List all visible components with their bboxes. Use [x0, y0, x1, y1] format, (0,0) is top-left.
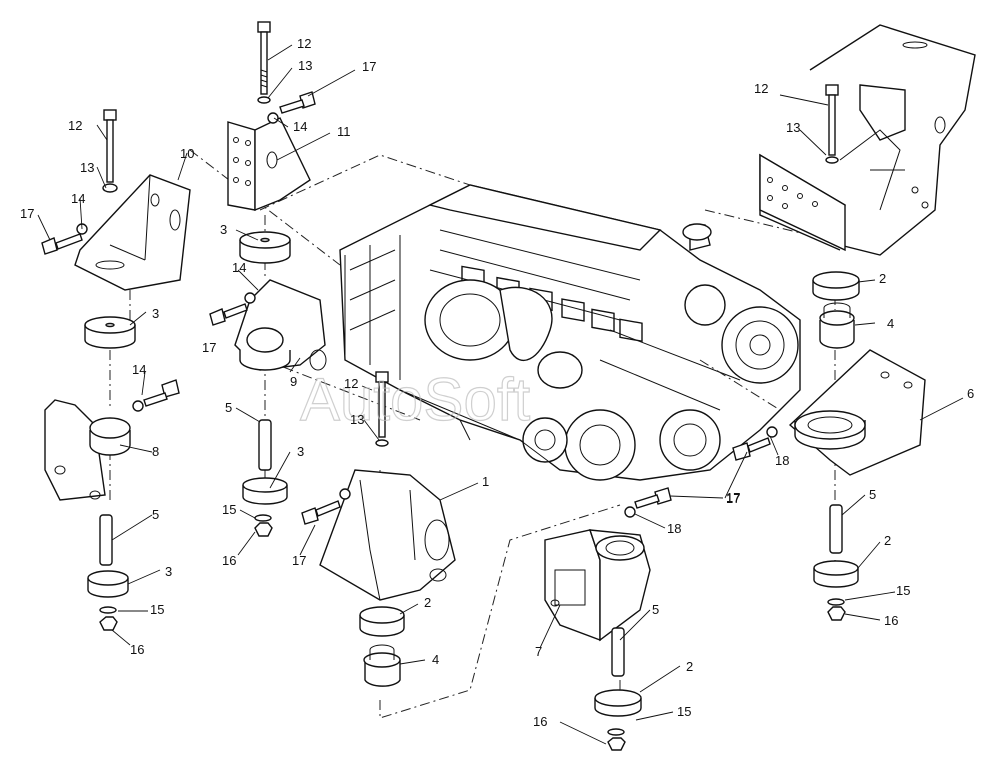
- callout-6: 6: [967, 386, 974, 401]
- stud-5-right: [829, 504, 843, 554]
- bolt-12-center: [375, 371, 389, 447]
- callout-12: 12: [68, 118, 82, 133]
- callout-14: 14: [232, 260, 246, 275]
- bracket-7: [544, 529, 651, 642]
- bracket-6: [788, 349, 926, 476]
- bolt-12-left: [102, 109, 118, 193]
- bolt-17-right: [732, 426, 778, 461]
- washer-15-left: [99, 606, 117, 614]
- callout-8: 8: [152, 444, 159, 459]
- callout-12: 12: [297, 36, 311, 51]
- callout-5: 5: [225, 400, 232, 415]
- callout-3: 3: [220, 222, 227, 237]
- callout-17: 17: [726, 490, 740, 505]
- callout-14: 14: [132, 362, 146, 377]
- callout-17: 17: [726, 491, 740, 506]
- callout-1: 1: [482, 474, 489, 489]
- leader-lines: [37, 44, 964, 745]
- callout-16: 16: [130, 642, 144, 657]
- rubber-mount-3-mid: [242, 477, 288, 505]
- callout-16: 16: [533, 714, 547, 729]
- callout-17: 17: [292, 553, 306, 568]
- callout-13: 13: [80, 160, 94, 175]
- rubber-mount-3-bottom-left: [87, 570, 129, 598]
- callout-18: 18: [667, 521, 681, 536]
- nut-16-mid: [254, 522, 273, 537]
- callout-13: 13: [298, 58, 312, 73]
- bracket-9: [234, 279, 327, 371]
- callout-5: 5: [869, 487, 876, 502]
- bolt-17-top: [267, 91, 316, 124]
- bracket-8: [44, 399, 131, 501]
- watermark-text: AutoSoft: [300, 366, 530, 433]
- callout-10: 10: [180, 146, 194, 161]
- callout-17: 17: [362, 59, 376, 74]
- callout-11: 11: [337, 124, 351, 139]
- rubber-mount-4-center: [363, 644, 401, 687]
- stud-5-left: [99, 514, 113, 566]
- callout-5: 5: [152, 507, 159, 522]
- callout-5: 5: [652, 602, 659, 617]
- rubber-mount-4-right: [819, 302, 855, 349]
- rubber-mount-2-center: [359, 606, 405, 637]
- callout-3: 3: [165, 564, 172, 579]
- callout-7: 7: [535, 644, 542, 659]
- callout-2: 2: [424, 595, 431, 610]
- callout-17: 17: [202, 340, 216, 355]
- bracket-10: [74, 174, 191, 291]
- bracket-1: [319, 469, 456, 601]
- callout-16: 16: [222, 553, 236, 568]
- callout-17: 17: [20, 206, 34, 221]
- nut-16-right: [827, 606, 846, 621]
- bolt-17-lower: [624, 487, 672, 518]
- bolt-17-mid: [209, 292, 256, 326]
- bracket-right-upper: [759, 24, 976, 256]
- bolt-17-center: [301, 488, 351, 525]
- callout-12: 12: [344, 376, 358, 391]
- engine-assembly: [339, 184, 801, 481]
- callout-18: 18: [775, 453, 789, 468]
- callout-3: 3: [152, 306, 159, 321]
- callout-4: 4: [432, 652, 439, 667]
- washer-15-lower: [607, 728, 625, 736]
- callout-15: 15: [150, 602, 164, 617]
- bracket-11: [227, 117, 311, 212]
- stud-5-mid: [258, 419, 272, 471]
- rubber-mount-2-lower: [594, 689, 642, 717]
- callout-2: 2: [884, 533, 891, 548]
- bolt-17-lower-left: [132, 379, 180, 412]
- callout-13: 13: [350, 412, 364, 427]
- callout-14: 14: [71, 191, 85, 206]
- callout-2: 2: [879, 271, 886, 286]
- callout-14: 14: [293, 119, 307, 134]
- nut-16-lower: [607, 737, 626, 751]
- callout-15: 15: [677, 704, 691, 719]
- callout-2: 2: [686, 659, 693, 674]
- callout-3: 3: [297, 444, 304, 459]
- nut-16-left: [99, 616, 118, 631]
- stud-5-lower: [611, 627, 625, 677]
- callout-15: 15: [896, 583, 910, 598]
- washer-15-mid: [254, 514, 272, 522]
- callout-13: 13: [786, 120, 800, 135]
- callout-15: 15: [222, 502, 236, 517]
- rubber-mount-2-right: [812, 271, 860, 301]
- callout-labels: 12 13 17 14 11 3 14 17 9 5 3 15 16 17 12…: [20, 36, 974, 729]
- washer-15-right: [827, 598, 845, 606]
- rubber-mount-3-top: [239, 231, 291, 264]
- rubber-mount-2-bottom-right: [813, 560, 859, 588]
- bolt-12-right: [825, 84, 839, 164]
- callout-16: 16: [884, 613, 898, 628]
- bolt-12-top: [257, 21, 271, 104]
- callout-12: 12: [754, 81, 768, 96]
- rubber-mount-3-left: [84, 316, 136, 349]
- callout-4: 4: [887, 316, 894, 331]
- callout-9: 9: [290, 374, 297, 389]
